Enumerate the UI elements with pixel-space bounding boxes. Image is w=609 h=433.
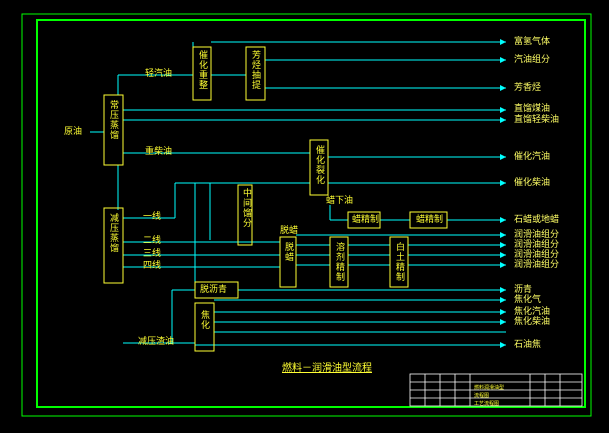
heavy-diesel-label: 重柴油 <box>145 147 173 157</box>
fcc-reform-label: 催化重整 <box>197 50 207 90</box>
output-label: 润滑油组分 <box>514 250 560 260</box>
output-label: 直馏煤油 <box>514 104 551 114</box>
flow-lines <box>90 41 506 346</box>
fcc2-label: 催化裂化 <box>314 145 324 185</box>
title-block <box>409 373 583 407</box>
box-middle <box>237 184 253 246</box>
box-fcc2 <box>309 139 329 196</box>
output-label: 富氢气体 <box>514 37 551 47</box>
output-label: 焦化气 <box>514 295 542 305</box>
vacuum-residue-label: 减压渣油 <box>138 337 175 347</box>
middle-oil-label: 中间馏分 <box>241 188 251 228</box>
box-wax-refine2 <box>409 211 448 229</box>
inner-border <box>36 19 586 408</box>
wax-refine2-label: 蜡精制 <box>416 215 444 225</box>
title-block-row2: 流程图 <box>474 393 490 399</box>
line4-label: 四线 <box>143 261 162 271</box>
atmospheric-label: 常压蒸馏 <box>108 100 118 140</box>
box-deasphalt <box>194 281 239 299</box>
output-label: 汽油组分 <box>514 55 551 65</box>
solvent-label: 溶剂精制 <box>334 242 344 282</box>
output-label: 沥青 <box>514 285 533 295</box>
coking-label: 焦化 <box>199 310 209 330</box>
box-dewax <box>279 236 297 288</box>
box-vacuum <box>103 207 124 284</box>
vacuum-label: 减压蒸馏 <box>108 213 118 253</box>
output-label: 润滑油组分 <box>514 260 560 270</box>
output-label: 润滑油组分 <box>514 240 560 250</box>
output-label: 焦化柴油 <box>514 317 551 327</box>
line2-label: 二线 <box>143 236 162 246</box>
output-label: 催化柴油 <box>514 178 551 188</box>
line3-label: 三线 <box>143 249 162 259</box>
box-coking <box>194 302 215 352</box>
deasphalt-label: 脱沥青 <box>200 285 228 295</box>
box-fcc-reform <box>192 46 212 101</box>
outer-border <box>21 13 592 417</box>
line1-label: 一线 <box>143 212 162 222</box>
diagram-title: 燃料－润滑油型流程 <box>282 363 372 374</box>
aromatics-label: 芳烃抽提 <box>250 50 260 90</box>
box-clay <box>389 236 409 288</box>
output-label: 催化汽油 <box>514 152 551 162</box>
light-gasoline-label: 轻汽油 <box>145 69 173 79</box>
clay-label: 白土精制 <box>394 242 404 282</box>
output-label: 石蜡或地蜡 <box>514 215 560 225</box>
process-boxes <box>103 46 448 352</box>
output-label: 芳香烃 <box>514 83 542 93</box>
arrowheads <box>500 39 506 348</box>
output-label: 石油焦 <box>514 340 542 350</box>
wax-oil-label: 蜡下油 <box>326 196 354 206</box>
box-atmospheric <box>103 94 124 166</box>
box-aromatics <box>245 46 266 101</box>
title-block-row1: 燃料润滑油型 <box>474 385 505 391</box>
title-block-row3: 工艺流程图 <box>474 401 500 407</box>
dewax-stream-label: 脱蜡 <box>280 226 299 236</box>
dewax-label: 脱蜡 <box>283 242 293 262</box>
box-solvent <box>329 236 349 288</box>
crude-label: 原油 <box>64 127 83 137</box>
wax-refine-label: 蜡精制 <box>352 215 380 225</box>
box-wax-refine <box>347 211 381 229</box>
output-label: 直馏轻柴油 <box>514 115 560 125</box>
output-label: 润滑油组分 <box>514 230 560 240</box>
output-label: 焦化汽油 <box>514 307 551 317</box>
